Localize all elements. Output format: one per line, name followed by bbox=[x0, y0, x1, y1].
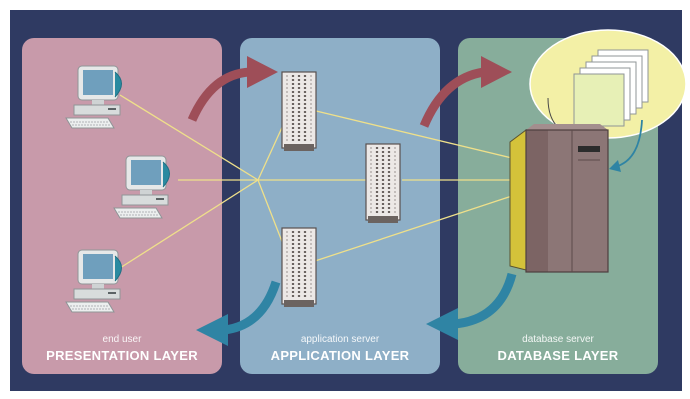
application-layer-title: APPLICATION LAYER bbox=[270, 348, 410, 363]
response-flow-arrows bbox=[196, 272, 517, 346]
document-stack-icon bbox=[573, 49, 649, 127]
application-layer-subtitle: application server bbox=[300, 334, 380, 345]
desktop-computer-icon bbox=[65, 65, 122, 129]
document-cloud bbox=[529, 29, 687, 172]
presentation-layer-panel: end user PRESENTATION LAYER bbox=[22, 38, 222, 374]
request-flow-arrows bbox=[187, 56, 512, 128]
server-rack-icon bbox=[280, 70, 318, 153]
database-layer-subtitle: database server bbox=[522, 334, 594, 345]
desktop-computer-icon bbox=[65, 249, 122, 313]
server-rack-icon bbox=[280, 226, 318, 309]
server-rack-icon bbox=[364, 142, 402, 225]
application-layer-panel: application server APPLICATION LAYER bbox=[240, 38, 440, 374]
presentation-layer-title: PRESENTATION LAYER bbox=[46, 348, 198, 363]
mainframe-icon bbox=[509, 124, 609, 273]
desktop-computer-icon bbox=[113, 155, 170, 219]
presentation-layer-subtitle: end user bbox=[102, 334, 142, 345]
database-layer-title: DATABASE LAYER bbox=[497, 348, 619, 363]
